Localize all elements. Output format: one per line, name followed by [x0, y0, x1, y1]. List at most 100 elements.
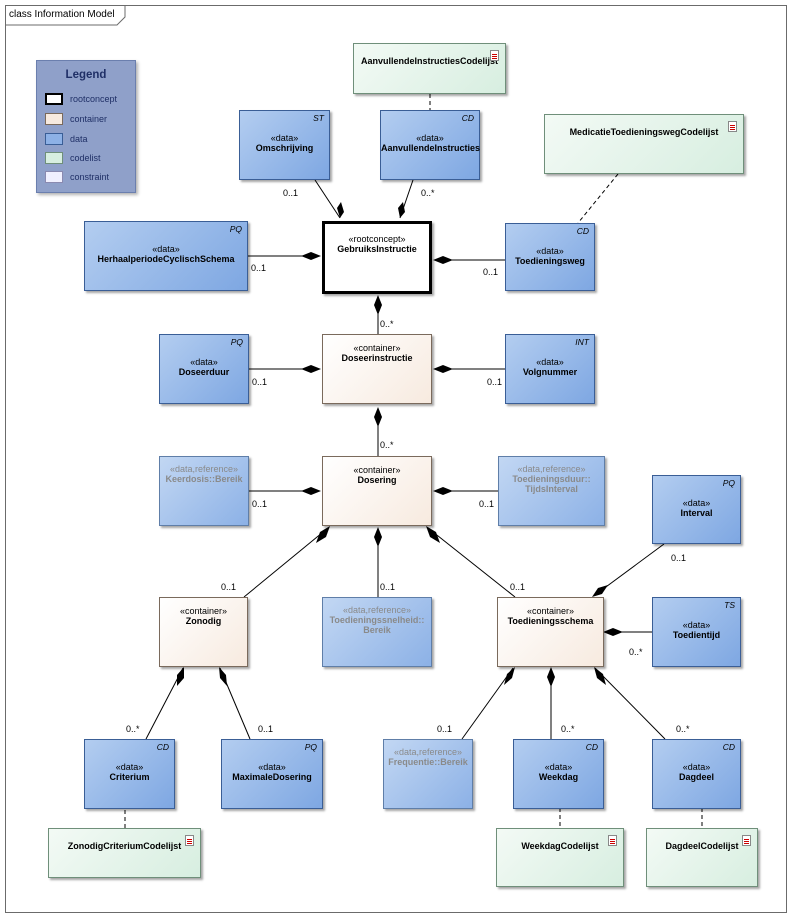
diamond-criterium: [177, 667, 184, 686]
node-stereotype: «data»: [270, 133, 299, 143]
node-stereotype: «data»: [682, 498, 711, 508]
node-doseerduur[interactable]: PQ «data» Doseerduur: [159, 334, 249, 404]
node-toedieningsweg[interactable]: CD «data» Toedieningsweg: [505, 223, 595, 291]
node-maximale-dosering[interactable]: PQ «data» MaximaleDosering: [221, 739, 323, 809]
node-toedieningssnelheid-bereik[interactable]: «data,reference» Toedieningssnelheid:: B…: [322, 597, 432, 667]
node-stereotype: «data»: [544, 762, 573, 772]
frame-title: class Information Model: [9, 9, 115, 20]
node-type: CD: [722, 742, 735, 752]
assoc-toedieningsschema: [427, 527, 516, 598]
diamond-maximaledosering: [219, 667, 227, 686]
node-dagdeel-codelijst[interactable]: DagdeelCodelijst: [646, 828, 758, 887]
node-name: GebruiksInstructie: [337, 244, 417, 254]
node-keerdosis-bereik[interactable]: «data,reference» Keerdosis::Bereik: [159, 456, 249, 526]
mult-dosering: 0..*: [380, 440, 394, 450]
node-criterium[interactable]: CD «data» Criterium: [84, 739, 175, 809]
node-toedieningsduur-tijdsinterval[interactable]: «data,reference» Toedieningsduur:: Tijds…: [498, 456, 605, 526]
node-type: CD: [585, 742, 598, 752]
legend-label: constraint: [70, 172, 110, 182]
node-omschrijving[interactable]: ST «data» Omschrijving: [239, 110, 330, 180]
diamond-doseerinstructie: [374, 295, 382, 315]
node-name: Keerdosis::Bereik: [165, 474, 243, 484]
mult-criterium: 0..*: [126, 724, 140, 734]
mult-zonodig: 0..1: [221, 582, 237, 592]
assoc-dagdeel: [594, 667, 666, 740]
node-aanvullende-instructies-codelijst[interactable]: AanvullendeInstructiesCodelijst: [353, 43, 506, 94]
node-type: PQ: [722, 478, 735, 488]
node-volgnummer[interactable]: INT «data» Volgnummer: [505, 334, 595, 404]
legend-label: codelist: [70, 153, 101, 163]
mult-doseerinstructie: 0..*: [380, 319, 394, 329]
codelist-icon: [728, 121, 737, 132]
assoc-zonodig: [243, 527, 329, 598]
link-medicatie-codelijst: [577, 173, 619, 224]
node-dagdeel[interactable]: CD «data» Dagdeel: [652, 739, 741, 809]
diamond-dosering: [374, 407, 382, 427]
node-type: CD: [461, 113, 474, 123]
node-type: ST: [313, 113, 324, 123]
node-name: Volgnummer: [522, 367, 578, 377]
legend-swatch-data: [45, 133, 63, 145]
mult-herhaalperiode: 0..1: [251, 263, 267, 273]
node-name: HerhaalperiodeCyclischSchema: [97, 254, 235, 264]
node-name: MaximaleDosering: [232, 772, 312, 782]
node-stereotype: «container»: [353, 465, 401, 475]
diamond-zonodig: [316, 526, 330, 543]
node-medicatie-toedieningsweg-codelijst[interactable]: MedicatieToedieningswegCodelijst: [544, 114, 744, 174]
node-toedientijd[interactable]: TS «data» Toedientijd: [652, 597, 741, 667]
legend-panel: Legend rootconcept container data codeli…: [36, 60, 136, 193]
codelist-icon: [490, 50, 499, 61]
diamond-toedieningsduur: [433, 487, 453, 495]
diamond-toedieningssnelheid: [374, 527, 382, 547]
node-name: DagdeelCodelijst: [665, 841, 739, 851]
node-weekdag-codelijst[interactable]: WeekdagCodelijst: [496, 828, 624, 887]
node-stereotype: «container»: [526, 606, 575, 616]
node-stereotype: «data,reference»: [169, 464, 239, 474]
node-herhaalperiode-cyclisch-schema[interactable]: PQ «data» HerhaalperiodeCyclischSchema: [84, 221, 248, 291]
node-stereotype: «data,reference»: [342, 605, 412, 615]
legend-label: data: [70, 134, 88, 144]
node-stereotype: «data,reference»: [517, 464, 586, 474]
diamond-toedieningsweg: [433, 256, 453, 264]
mult-keerdosis: 0..1: [252, 499, 268, 509]
node-stereotype: «container»: [179, 606, 228, 616]
node-name: Zonodig: [185, 616, 222, 626]
node-interval[interactable]: PQ «data» Interval: [652, 475, 741, 544]
node-stereotype: «data»: [682, 620, 711, 630]
node-type: PQ: [304, 742, 317, 752]
node-type: TS: [724, 600, 735, 610]
mult-dagdeel: 0..*: [676, 724, 690, 734]
mult-toedieningsschema: 0..1: [510, 582, 526, 592]
node-name: AanvullendeInstructiesCodelijst: [360, 56, 499, 66]
node-zonodig-criterium-codelijst[interactable]: ZonodigCriteriumCodelijst: [48, 828, 201, 878]
diamond-herhaalperiode: [301, 252, 321, 260]
node-stereotype: «data»: [536, 357, 564, 367]
legend-label: container: [70, 114, 108, 124]
diagram-frame: [5, 5, 787, 913]
node-frequentie-bereik[interactable]: «data,reference» Frequentie::Bereik: [383, 739, 473, 809]
node-zonodig[interactable]: «container» Zonodig: [159, 597, 248, 667]
node-name: Criterium: [109, 772, 150, 782]
node-gebruiksinstructie[interactable]: «rootconcept» GebruiksInstructie: [322, 221, 432, 294]
mult-doseerduur: 0..1: [252, 377, 268, 387]
node-stereotype: «container»: [353, 343, 401, 353]
legend-label: rootconcept: [70, 94, 118, 104]
node-toedieningsschema[interactable]: «container» Toedieningsschema: [497, 597, 604, 667]
node-weekdag[interactable]: CD «data» Weekdag: [513, 739, 604, 809]
mult-aanvullende: 0..*: [421, 188, 435, 198]
node-aanvullende-instructies[interactable]: CD «data» AanvullendeInstructies: [380, 110, 480, 180]
node-type: CD: [156, 742, 169, 752]
codelist-icon: [185, 835, 194, 846]
node-dosering[interactable]: «container» Dosering: [322, 456, 432, 526]
diamond-dagdeel: [594, 667, 606, 685]
node-stereotype: «data»: [682, 762, 711, 772]
diamond-frequentie: [504, 667, 515, 685]
diamond-omschrijving: [337, 202, 344, 218]
frame-title-tab: [5, 5, 126, 26]
node-stereotype: «data»: [152, 244, 180, 254]
diamond-interval: [592, 585, 608, 597]
node-type: INT: [575, 337, 589, 347]
node-name: MedicatieToedieningswegCodelijst: [569, 127, 719, 137]
node-doseerinstructie[interactable]: «container» Doseerinstructie: [322, 334, 432, 404]
